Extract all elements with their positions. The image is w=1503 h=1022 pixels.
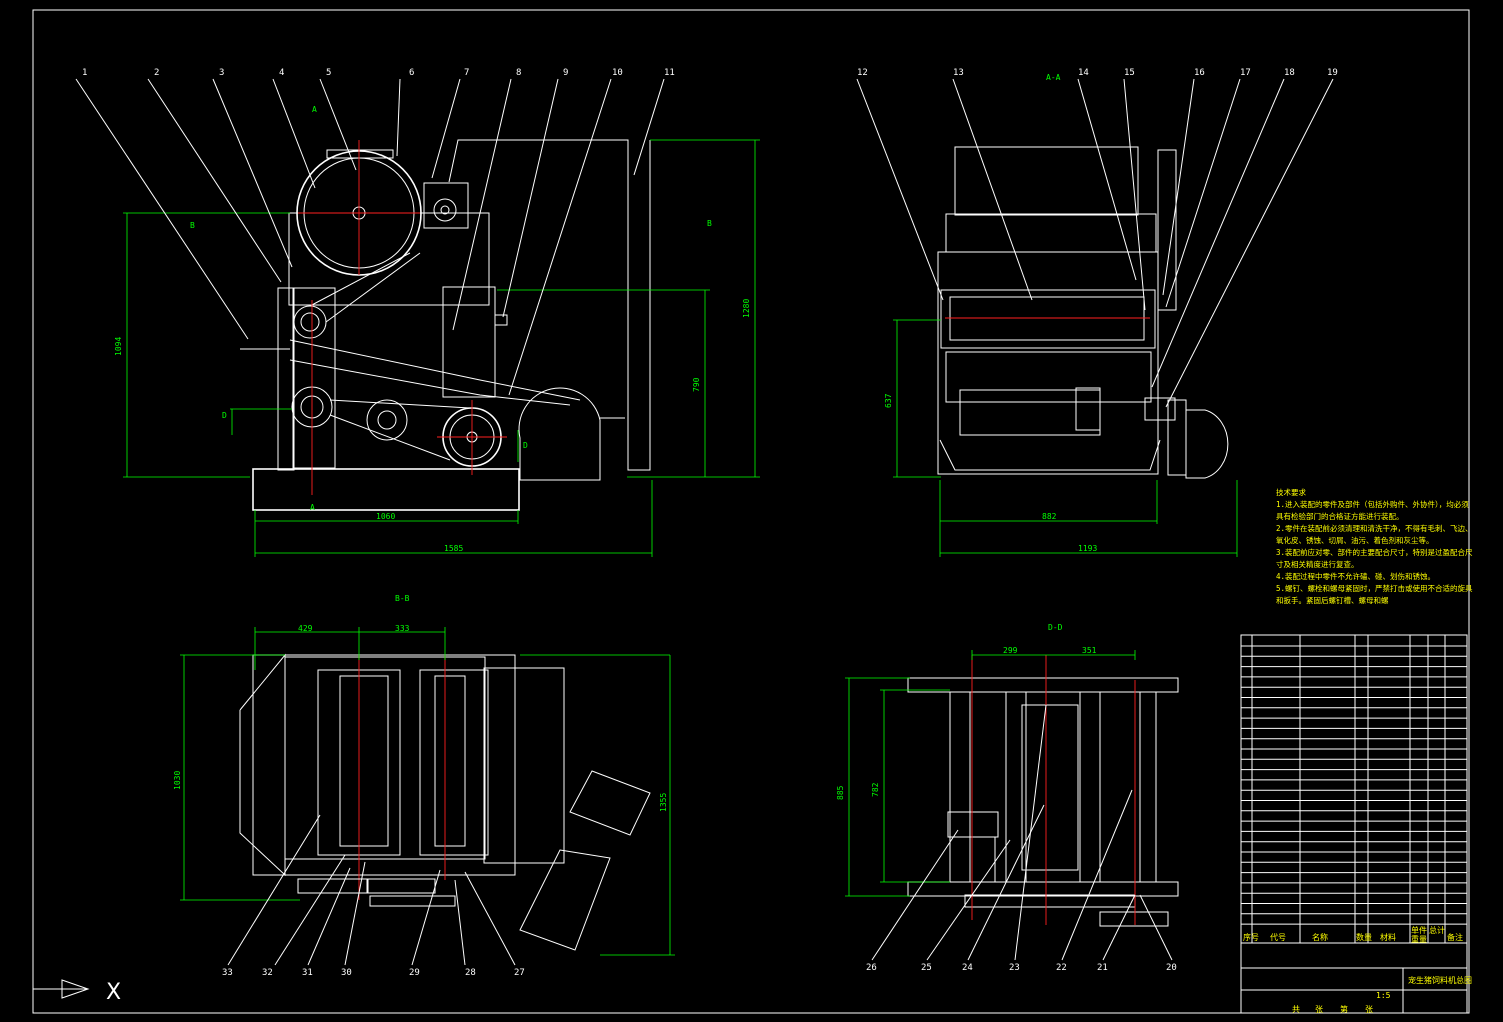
balloon-30: 30 — [341, 968, 352, 978]
sheet-no-unit: 张 — [1365, 1005, 1373, 1014]
notes-line: 和扳手。紧固后螺钉槽、螺母和螺 — [1276, 596, 1389, 605]
dim-side-height: 637 — [884, 393, 893, 408]
section-d-left: D — [222, 411, 227, 420]
balloon-19: 19 — [1327, 68, 1338, 78]
technical-requirements: 技术要求 1.进入装配的零件及部件（包括外购件、外协件），均必须 具有检验部门的… — [1276, 487, 1476, 607]
side-view — [893, 146, 1238, 557]
balloon-12: 12 — [857, 68, 868, 78]
balloon-2: 2 — [154, 68, 159, 78]
parts-rows — [1241, 645, 1467, 925]
side-leaders — [856, 78, 1334, 408]
balloon-33: 33 — [222, 968, 233, 978]
header-name: 名称 — [1312, 932, 1328, 942]
dim-bb-right: 333 — [395, 624, 410, 633]
dim-side-base: 882 — [1042, 512, 1057, 521]
dim-front-total: 1585 — [444, 544, 463, 553]
balloon-11: 11 — [664, 68, 675, 78]
notes-line: 3.装配前应对零、部件的主要配合尺寸，特别是过盈配合尺 — [1276, 548, 1473, 557]
dim-bb-left: 429 — [298, 624, 313, 633]
notes-line: 1.进入装配的零件及部件（包括外购件、外协件），均必须 — [1276, 500, 1469, 509]
dd-leaders — [871, 704, 1173, 961]
front-view — [123, 139, 760, 557]
balloon-17: 17 — [1240, 68, 1251, 78]
section-dd-title: D-D — [1048, 623, 1063, 632]
balloon-15: 15 — [1124, 68, 1135, 78]
balloon-31: 31 — [302, 968, 313, 978]
balloon-5: 5 — [326, 68, 331, 78]
sheet-total-label: 共 — [1292, 1005, 1300, 1014]
dim-front-base: 1060 — [376, 512, 395, 521]
section-b-right: B — [707, 219, 712, 228]
balloon-20: 20 — [1166, 963, 1177, 973]
notes-line: 5.螺钉、螺栓和螺母紧固时，严禁打击或使用不合适的旋具 — [1276, 584, 1473, 593]
balloon-24: 24 — [962, 963, 973, 973]
parts-list — [1240, 634, 1468, 1014]
balloon-26: 26 — [866, 963, 877, 973]
dim-dd-h2: 782 — [871, 782, 880, 797]
balloon-10: 10 — [612, 68, 623, 78]
dim-front-mid: 790 — [692, 377, 701, 392]
header-total: 总计 — [1429, 925, 1445, 935]
sheet-total-unit: 张 — [1315, 1005, 1323, 1014]
balloon-14: 14 — [1078, 68, 1089, 78]
balloon-28: 28 — [465, 968, 476, 978]
balloon-22: 22 — [1056, 963, 1067, 973]
balloon-13: 13 — [953, 68, 964, 78]
balloon-4: 4 — [279, 68, 284, 78]
notes-line: 具有检验部门的合格证方能进行装配。 — [1276, 512, 1404, 521]
section-bb-view — [180, 627, 675, 956]
dim-bb-h2: 1355 — [659, 793, 668, 812]
section-d-right: D — [523, 441, 528, 450]
dim-front-height: 1094 — [114, 337, 123, 356]
section-aa-title: A-A — [1046, 73, 1061, 82]
dim-dd-left: 299 — [1003, 646, 1018, 655]
balloon-7: 7 — [464, 68, 469, 78]
notes-title: 技术要求 — [1276, 488, 1306, 497]
header-material: 材料 — [1380, 932, 1396, 942]
dim-bb-h1: 1030 — [173, 771, 182, 790]
header-weight: 重量 — [1411, 934, 1427, 944]
section-a-bottom: A — [310, 503, 315, 512]
balloon-6: 6 — [409, 68, 414, 78]
dim-side-total: 1193 — [1078, 544, 1097, 553]
dim-dd-h1: 885 — [836, 785, 845, 800]
section-a-top: A — [312, 105, 317, 114]
balloon-29: 29 — [409, 968, 420, 978]
axis-x-label: X — [106, 980, 121, 1005]
balloon-1: 1 — [82, 68, 87, 78]
sheet-no-label: 第 — [1340, 1004, 1348, 1014]
header-no: 序号 — [1243, 932, 1259, 942]
notes-line: 氧化皮、锈蚀、切屑、油污、着色剂和灰尘等。 — [1276, 536, 1434, 545]
dim-dd-right: 351 — [1082, 646, 1097, 655]
notes-line: 寸及相关精度进行复查。 — [1276, 560, 1359, 569]
drawing-name: 宠生猪饲料机总图 — [1408, 975, 1472, 985]
header-remark: 备注 — [1447, 932, 1463, 942]
header-unit: 单件 — [1411, 925, 1427, 935]
balloon-8: 8 — [516, 68, 521, 78]
balloon-21: 21 — [1097, 963, 1108, 973]
axis-arrow-icon — [33, 979, 90, 999]
balloon-18: 18 — [1284, 68, 1295, 78]
drawing-border — [32, 9, 1470, 1014]
balloon-32: 32 — [262, 968, 273, 978]
balloon-3: 3 — [219, 68, 224, 78]
balloon-23: 23 — [1009, 963, 1020, 973]
notes-line: 4.装配过程中零件不允许磕、碰、划伤和锈蚀。 — [1276, 572, 1436, 581]
balloon-16: 16 — [1194, 68, 1205, 78]
balloon-27: 27 — [514, 968, 525, 978]
section-b-left: B — [190, 221, 195, 230]
section-dd-view — [845, 650, 1179, 927]
header-qty: 数量 — [1356, 932, 1372, 942]
header-code: 代号 — [1270, 932, 1286, 942]
drawing-scale: 1:5 — [1376, 991, 1391, 1000]
bb-leaders — [227, 814, 516, 966]
balloon-25: 25 — [921, 963, 932, 973]
section-bb-title: B-B — [395, 594, 410, 603]
dim-front-total-height: 1280 — [742, 299, 751, 318]
notes-line: 2.零件在装配前必须清理和清洗干净，不得有毛刺、飞边、 — [1276, 524, 1473, 533]
balloon-9: 9 — [563, 68, 568, 78]
front-leaders — [75, 78, 665, 396]
